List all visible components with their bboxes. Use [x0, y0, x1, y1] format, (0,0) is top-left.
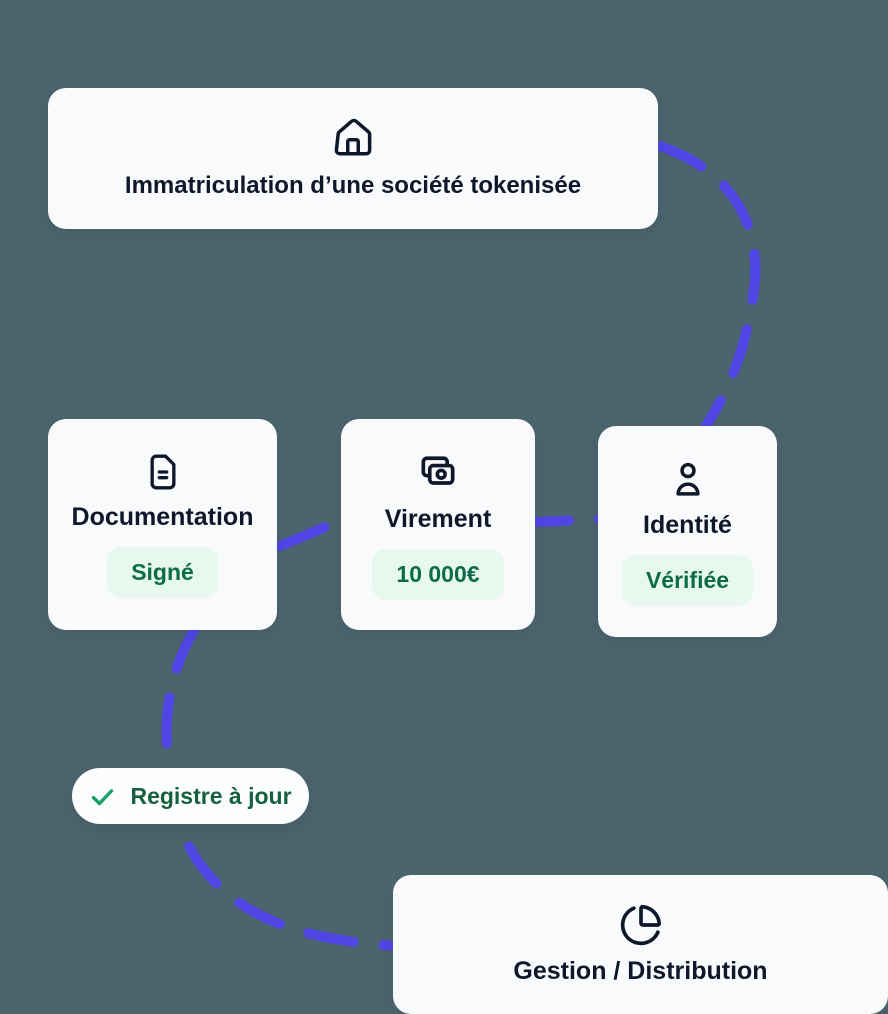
- banknotes-icon: [416, 450, 460, 494]
- status-badge-identite: Vérifiée: [621, 554, 754, 606]
- connector-documentation-virement: [275, 511, 357, 551]
- card-title-identite: Identité: [643, 510, 732, 539]
- registre-pill-label: Registre à jour: [130, 782, 292, 809]
- connector-immatriculation-identite: [655, 141, 761, 437]
- card-title-virement: Virement: [384, 504, 492, 533]
- check-icon: [89, 783, 116, 810]
- user-icon: [667, 458, 709, 500]
- status-badge-documentation: Signé: [107, 546, 218, 598]
- document-icon: [143, 452, 183, 492]
- card-virement: Virement 10 000€: [341, 419, 535, 630]
- card-immatriculation: Immatriculation d’une société tokenisée: [48, 88, 658, 229]
- card-title-gestion: Gestion / Distribution: [513, 957, 768, 985]
- registre-pill: Registre à jour: [72, 768, 309, 824]
- card-title-immatriculation: Immatriculation d’une société tokenisée: [124, 172, 582, 199]
- home-icon: [332, 117, 374, 159]
- card-identite: Identité Vérifiée: [598, 426, 777, 637]
- card-title-documentation: Documentation: [71, 502, 254, 531]
- pie-chart-icon: [619, 903, 663, 947]
- status-badge-virement: 10 000€: [372, 548, 504, 600]
- connector-documentation-gestion: [161, 622, 400, 951]
- card-documentation: Documentation Signé: [48, 419, 277, 630]
- card-gestion-distribution: Gestion / Distribution: [393, 875, 888, 1014]
- connector-virement-identite: [532, 514, 605, 527]
